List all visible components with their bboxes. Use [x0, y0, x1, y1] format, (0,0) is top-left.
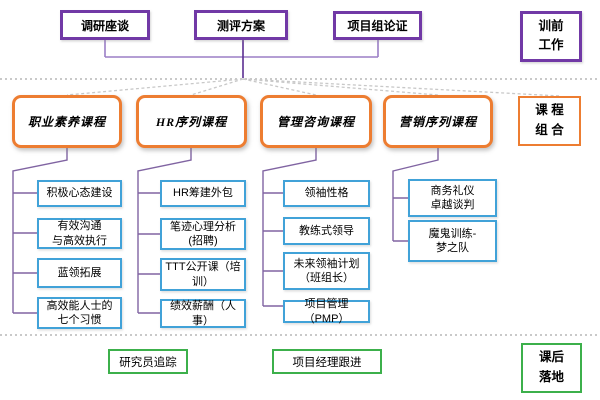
course-item-box: 绩效薪酬（人事） [160, 299, 246, 328]
course-combo-stage-label-box: 课 程 组 合 [518, 96, 581, 146]
stage-label-line: 组 合 [535, 123, 564, 138]
researcher-tracking-box: 研究员追踪 [108, 349, 188, 374]
course-item-label: 教练式领导 [299, 224, 354, 237]
course-item-label: 训） [192, 275, 214, 288]
stage-label-line: 落地 [538, 370, 564, 385]
stage-label-line: 训前 [538, 18, 564, 33]
column-rails [12, 148, 439, 314]
course-item-label: 卓越谈判 [430, 199, 475, 211]
research-interview-box: 调研座谈 [60, 10, 150, 40]
fan-dashed-lines [66, 78, 561, 97]
management-consulting-course-box: 管理咨询课程 [260, 95, 372, 148]
course-item-label: 积极心态建设 [46, 187, 113, 200]
course-item-box: 领袖性格 [283, 180, 370, 207]
course-item-label: 高效能人士的 [46, 299, 113, 312]
course-item-box: 未来领袖计划 （班组长） [283, 252, 370, 290]
course-item-label: 梦之队 [436, 242, 469, 254]
course-item-label: (招聘) [188, 235, 218, 247]
box-label: 项目经理跟进 [292, 356, 362, 369]
course-category-label: HR序列课程 [155, 115, 228, 129]
professional-quality-course-box: 职业素养课程 [12, 95, 122, 148]
course-item-label: 绩效薪酬（人事） [170, 300, 236, 327]
hr-series-course-box: HR序列课程 [136, 95, 247, 148]
course-item-label: 魔鬼训练- [428, 227, 477, 240]
post-training-stage-label-box: 课后 落地 [521, 343, 582, 393]
stage-label-line: 课 程 [535, 103, 564, 118]
course-item-box: 高效能人士的 七个习惯 [37, 297, 122, 329]
assessment-plan-box: 测评方案 [194, 10, 288, 40]
course-item-label: 项目管理（PMP） [303, 298, 350, 325]
course-category-label: 营销序列课程 [398, 115, 477, 129]
course-item-box: 有效沟通 与高效执行 [37, 218, 122, 249]
course-item-box: 魔鬼训练- 梦之队 [408, 220, 497, 262]
course-item-box: HR筹建外包 [160, 180, 246, 207]
course-item-label: TTT公开课（培 [165, 261, 241, 274]
course-item-label: 未来领袖计划 [293, 257, 360, 270]
box-label: 调研座谈 [80, 18, 129, 33]
course-item-label: （班组长） [299, 272, 354, 284]
course-item-label: 笔迹心理分析 [170, 220, 236, 233]
course-item-box: 积极心态建设 [37, 180, 122, 207]
top-u-connector [104, 39, 379, 58]
stage-label-line: 课后 [538, 350, 564, 365]
box-label: 测评方案 [216, 18, 265, 33]
pre-training-stage-label-box: 训前 工作 [520, 11, 582, 62]
project-team-review-box: 项目组论证 [333, 11, 422, 40]
course-item-label: HR筹建外包 [173, 187, 233, 200]
course-item-label: 商务礼仪 [430, 184, 475, 197]
stage-label-line: 工作 [538, 38, 564, 53]
course-item-box: TTT公开课（培 训） [160, 258, 246, 291]
box-label: 研究员追踪 [119, 356, 177, 369]
course-item-label: 领袖性格 [304, 187, 349, 200]
course-category-label: 管理咨询课程 [276, 115, 355, 129]
course-item-label: 有效沟通 [57, 220, 102, 233]
course-item-box: 蓝领拓展 [37, 258, 122, 288]
course-category-label: 职业素养课程 [27, 115, 106, 129]
project-manager-followup-box: 项目经理跟进 [272, 349, 382, 374]
course-item-label: 蓝领拓展 [57, 266, 102, 279]
marketing-series-course-box: 营销序列课程 [383, 95, 493, 148]
course-item-label: 七个习惯 [57, 314, 102, 326]
course-item-box: 笔迹心理分析 (招聘) [160, 218, 246, 250]
course-item-box: 教练式领导 [283, 217, 370, 245]
box-label: 项目组论证 [347, 19, 408, 33]
course-item-box: 商务礼仪 卓越谈判 [408, 179, 497, 217]
course-item-label: 与高效执行 [52, 234, 107, 247]
course-item-box: 项目管理（PMP） [283, 298, 370, 325]
